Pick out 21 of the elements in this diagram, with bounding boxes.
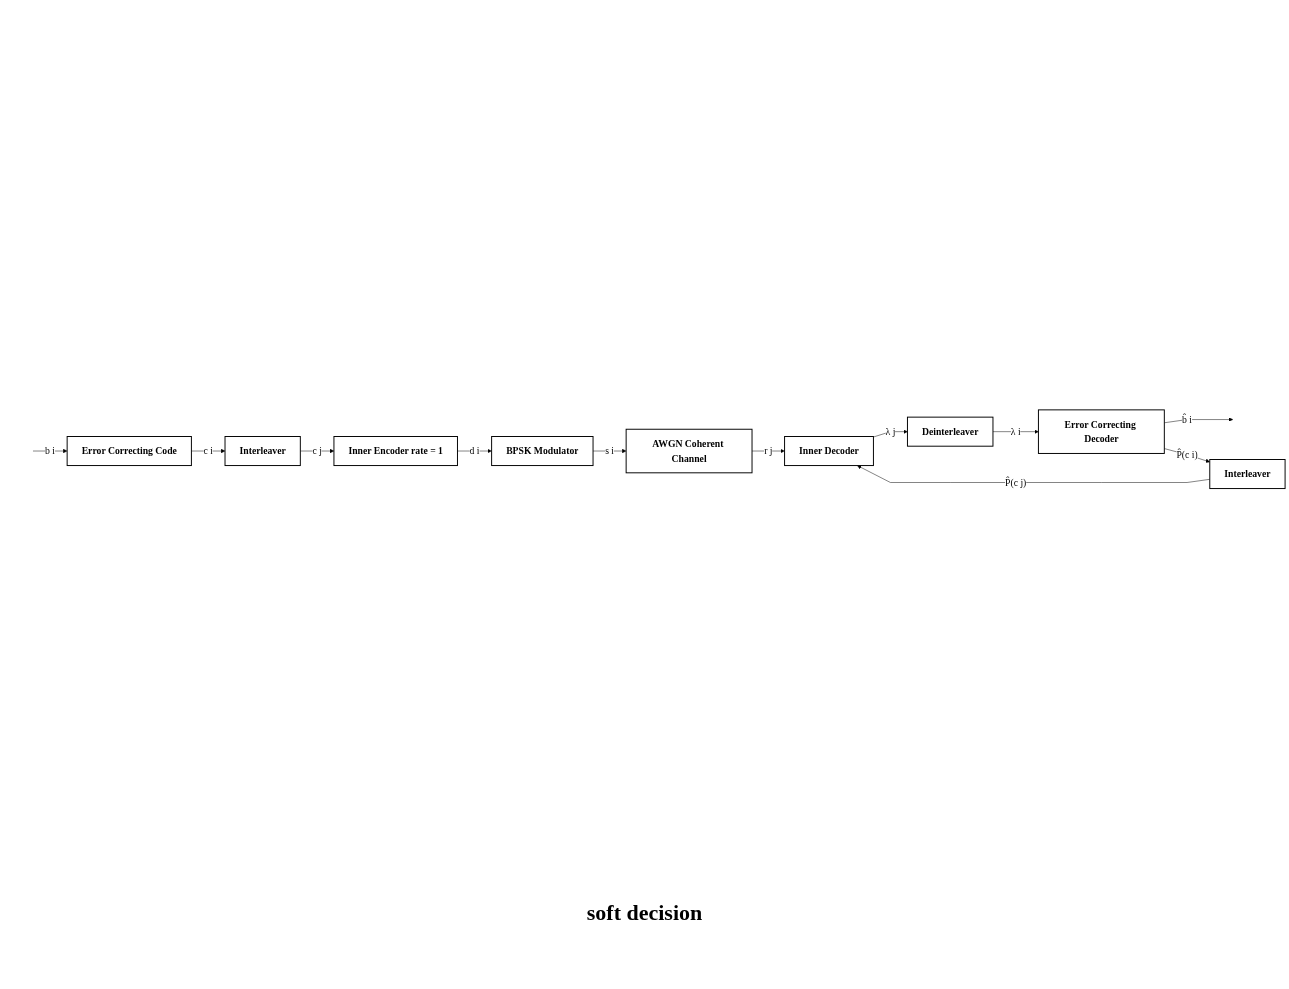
edge-label: r j: [764, 445, 773, 457]
edge-label: s i: [605, 445, 615, 457]
node-box: BPSK Modulator: [491, 436, 594, 467]
node-box: Interleaver: [1209, 459, 1286, 490]
edge-label: λ i: [1010, 426, 1021, 438]
node-box: Deinterleaver: [906, 416, 994, 447]
node-box: Error Correcting Code: [66, 436, 192, 467]
edge-label: b̂ i: [1182, 414, 1193, 426]
edge-label: d i: [469, 445, 480, 457]
node-box: Inner Encoder rate = 1: [333, 436, 458, 467]
node-box: Interleaver: [224, 436, 301, 467]
node-box: AWGN Coherent Channel: [625, 428, 753, 474]
node-box: Error Correcting Decoder: [1037, 409, 1165, 455]
node-box: Inner Decoder: [784, 436, 874, 467]
edge-label: P̂(c j): [1005, 477, 1027, 488]
edge-label: P̂(c i): [1176, 449, 1198, 461]
edge-label: c j: [312, 445, 322, 457]
note-text: soft decision: [585, 900, 704, 926]
edge-label: λ j: [885, 426, 896, 438]
edge-label: c i: [203, 445, 213, 457]
edge-label: b i: [45, 445, 56, 457]
